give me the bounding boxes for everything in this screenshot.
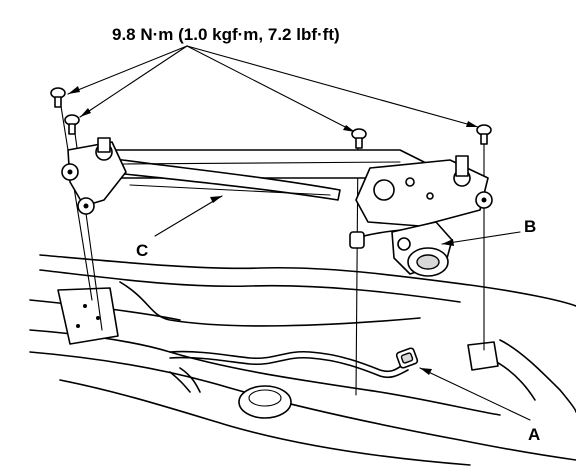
- bolt-2: [64, 114, 80, 135]
- callout-c-label: C: [136, 241, 148, 260]
- wire-harness: [169, 347, 419, 379]
- wiper-linkage: [61, 137, 493, 249]
- wiper-motor: [391, 221, 453, 277]
- mounting-bolts: [50, 87, 492, 149]
- torque-spec-label: 9.8 N·m (1.0 kgf·m, 7.2 lbf·ft): [112, 25, 340, 44]
- bolt-1: [50, 87, 66, 108]
- callout-b-label: B: [524, 217, 536, 236]
- torque-leader-lines: [67, 45, 479, 133]
- callout-b: B: [441, 217, 536, 246]
- callout-a-label: A: [528, 425, 540, 444]
- callout-c: C: [136, 195, 223, 260]
- bolt-3: [351, 128, 367, 149]
- bolt-4: [476, 124, 492, 145]
- callout-a: A: [419, 367, 540, 444]
- cowl-panel: [29, 254, 576, 466]
